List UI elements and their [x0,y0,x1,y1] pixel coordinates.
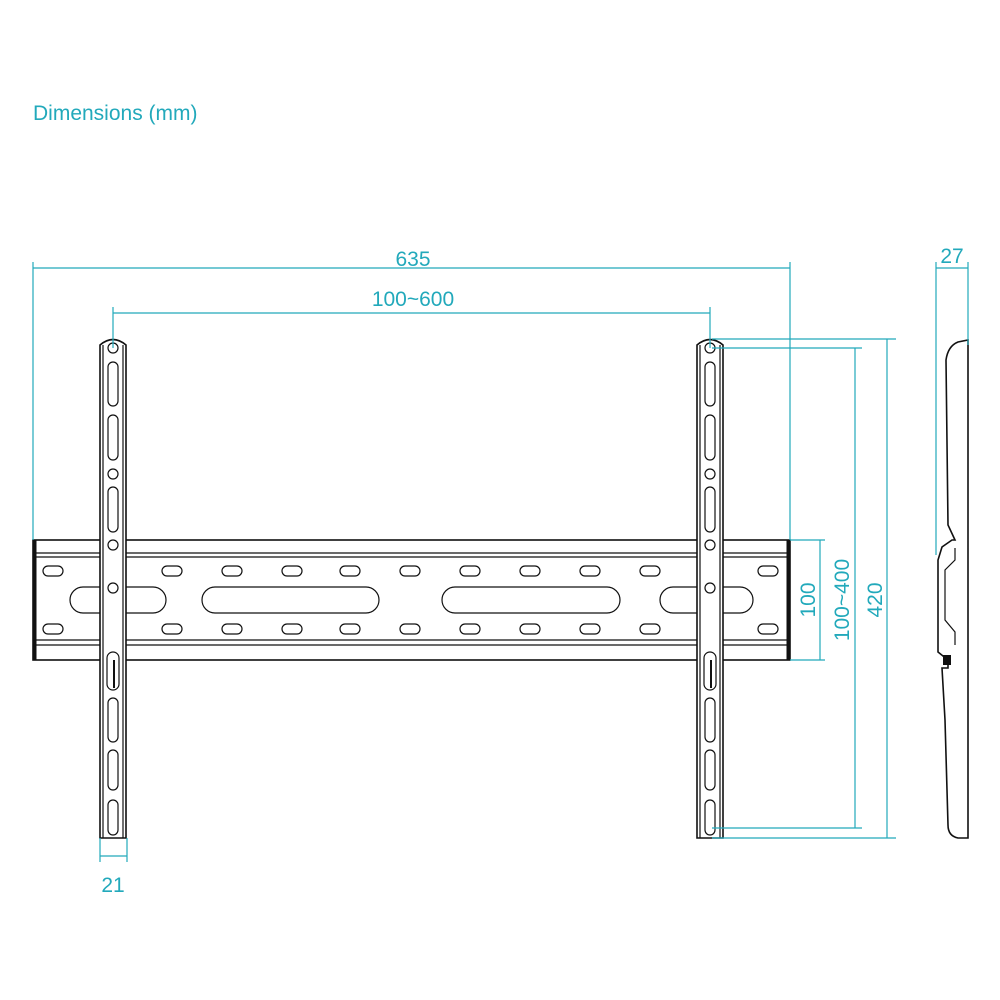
arm-slot [107,361,119,407]
diagram-title: Dimensions (mm) [33,102,198,125]
arm-hole [107,539,119,551]
rail-slot [459,623,481,635]
dim-vesa-horizontal: 100~600 [112,288,711,348]
safety-latch [703,651,717,691]
arm-slot [704,749,716,791]
arm-slot [107,697,119,743]
side-profile [937,339,969,839]
rail-slot [639,623,661,635]
dim-label-635: 635 [395,248,430,271]
rail-slot [161,623,183,635]
arm-slot [704,799,716,836]
right-mounting-arm [696,338,724,839]
dim-overall-width: 635 [32,248,791,540]
dim-arm-width: 21 [99,838,128,897]
arm-slot [704,414,716,461]
left-mounting-arm [99,338,127,839]
dim-depth: 27 [935,245,969,555]
dim-label-420: 420 [864,582,887,617]
dim-label-100-400: 100~400 [831,559,854,641]
dim-rail-height: 100 [790,539,825,661]
rail-slot [42,565,64,577]
rail-slot [519,623,541,635]
rail-slot [459,565,481,577]
rail-slot [399,565,421,577]
dim-label-100-600: 100~600 [372,288,454,311]
rail-slot [579,565,601,577]
dim-label-27: 27 [940,245,963,268]
rail-slot [221,565,243,577]
arm-slot [704,486,716,533]
arm-slot [107,414,119,461]
dim-vesa-vertical: 100~400 [712,347,862,829]
arm-hole [704,468,716,480]
arm-hole [704,582,716,594]
arm-hole [107,468,119,480]
arm-slot [107,749,119,791]
arm-hole [107,582,119,594]
arm-hole [704,539,716,551]
rail-slot [339,565,361,577]
rail-slot [519,565,541,577]
rail-slot [339,623,361,635]
rail-slot [399,623,421,635]
arm-slot [704,361,716,407]
rail-slot [221,623,243,635]
rail-slot [757,565,779,577]
dim-label-21: 21 [101,874,124,897]
rail-slot [161,565,183,577]
safety-latch [106,651,120,691]
dim-overall-height: 420 [712,338,896,839]
arm-slot [704,697,716,743]
rail-slot [639,565,661,577]
arm-slot [107,486,119,533]
wall-rail [32,539,791,661]
dim-label-100: 100 [797,582,820,617]
rail-slot [757,623,779,635]
rail-slot [579,623,601,635]
rail-slot [42,623,64,635]
rail-slot [281,565,303,577]
rail-slot [281,623,303,635]
arm-slot [107,799,119,836]
